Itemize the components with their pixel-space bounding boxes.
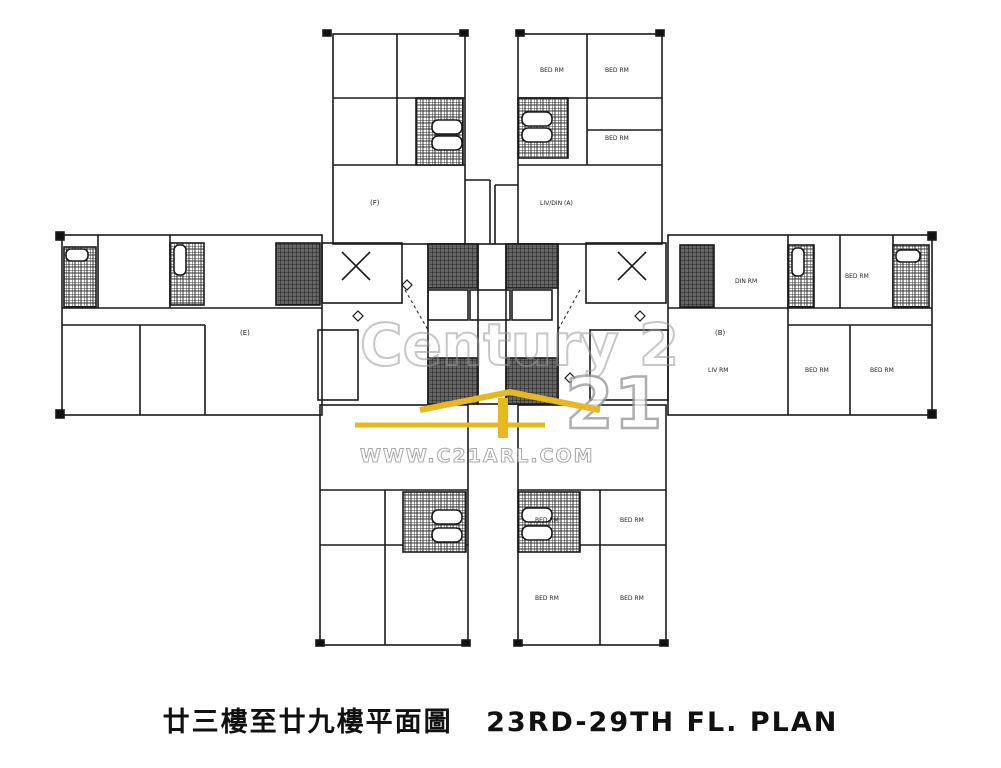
bed-room-label: BED RM xyxy=(845,273,869,280)
din-room-label: DIN RM xyxy=(735,278,757,285)
unit-a-label: LIV/DIN (A) xyxy=(540,200,573,207)
unit-d-wing xyxy=(513,404,669,647)
bed-room-label: BED RM xyxy=(535,517,559,524)
bed-room-label: BED RM xyxy=(870,367,894,374)
bed-room-label: BED RM xyxy=(805,367,829,374)
unit-e-label: (E) xyxy=(240,329,250,337)
liv-room-label: LIV RM xyxy=(708,367,728,374)
bed-room-label: BED RM xyxy=(535,595,559,602)
caption-english: 23RD-29TH FL. PLAN xyxy=(486,707,839,738)
bed-room-label: BED RM xyxy=(620,517,644,524)
unit-e-wing xyxy=(55,231,359,419)
bed-room-label: BED RM xyxy=(605,135,629,142)
bed-room-label: BED RM xyxy=(620,595,644,602)
unit-f-label: (F) xyxy=(370,199,380,207)
unit-b-wing xyxy=(589,231,937,419)
plan-caption: 廿三樓至廿九樓平面圖 23RD-29TH FL. PLAN xyxy=(0,700,1001,739)
unit-c-wing xyxy=(315,404,471,647)
bed-room-label: BED RM xyxy=(540,67,564,74)
unit-a-wing xyxy=(494,29,665,245)
unit-b-label: (B) xyxy=(715,329,726,337)
central-core xyxy=(321,242,667,405)
caption-chinese: 廿三樓至廿九樓平面圖 xyxy=(162,707,453,738)
bed-room-label: BED RM xyxy=(605,67,629,74)
room-labels: BED RM BED RM BED RM LIV/DIN (A) BED RM … xyxy=(240,67,894,602)
unit-f-wing xyxy=(322,29,491,245)
